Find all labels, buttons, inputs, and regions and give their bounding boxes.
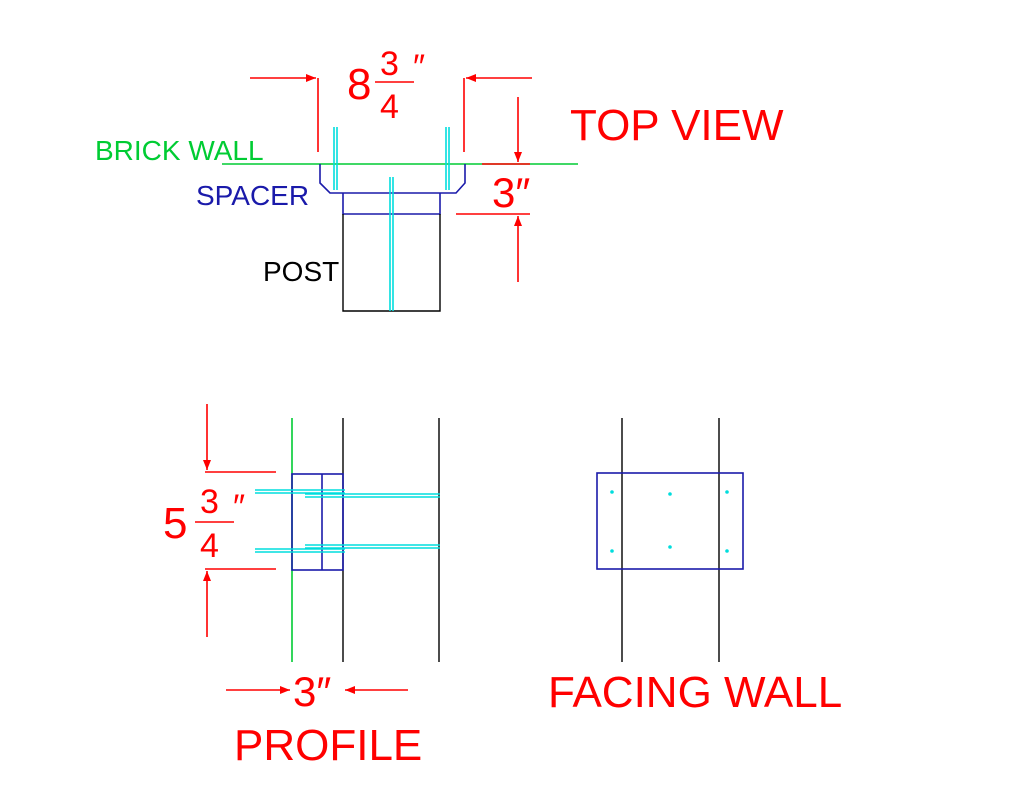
spacer-label: SPACER [196,180,309,211]
bolt-lower [255,544,440,553]
width-dim-unit: ″ [413,48,425,86]
bolt-hole [610,549,614,553]
post-label: POST [263,256,339,287]
height-dimension [203,404,276,637]
width-dim-numerator: 3 [380,45,399,83]
depth-dim-label: 3″ [492,169,530,216]
bolt-hole [725,490,729,494]
spacer-plate [596,472,744,570]
brick-wall-label: BRICK WALL [95,135,264,166]
bolt-hole [668,545,672,549]
bolt-hole [668,492,672,496]
width-dim-denominator: 4 [380,88,399,126]
bolt-upper [255,489,440,498]
post-outline [342,214,441,312]
height-dim-numerator: 3 [200,483,219,521]
height-dim-unit: ″ [233,488,245,526]
bolt-hole [725,549,729,553]
top-view-title: TOP VIEW [570,101,784,150]
width-dimension [250,74,532,152]
width-dim-whole: 8 [347,60,371,109]
spacer-neck [342,193,441,215]
profile-depth-label: 3″ [293,668,331,715]
height-dim-denominator: 4 [200,527,219,565]
facing-wall-title: FACING WALL [548,668,842,717]
profile-title: PROFILE [234,721,422,770]
bolt-hole [610,490,614,494]
spacer-block [291,473,344,571]
profile-view: 5 3 4 ″ 3″ PROFILE [163,404,440,770]
facing-wall-view: FACING WALL [548,418,842,717]
height-dim-whole: 5 [163,499,187,548]
depth-dimension [456,97,530,282]
top-view: 8 3 4 ″ 3″ BRICK WALL SPACER POST TOP VI… [95,45,784,312]
